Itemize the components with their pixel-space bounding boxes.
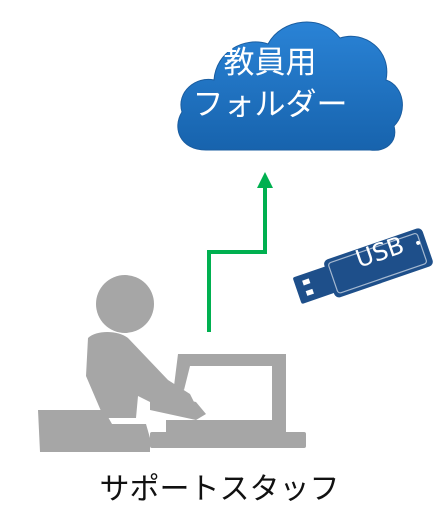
person-label: サポートスタッフ xyxy=(99,472,340,507)
upload-arrow-icon xyxy=(207,172,273,332)
person-at-laptop-icon xyxy=(38,275,306,452)
usb-drive-icon xyxy=(293,228,433,304)
cloud-icon xyxy=(177,21,403,151)
cloud-label-line1: 教員用 xyxy=(223,45,317,81)
cloud-label-line2: フォルダー xyxy=(192,87,348,123)
